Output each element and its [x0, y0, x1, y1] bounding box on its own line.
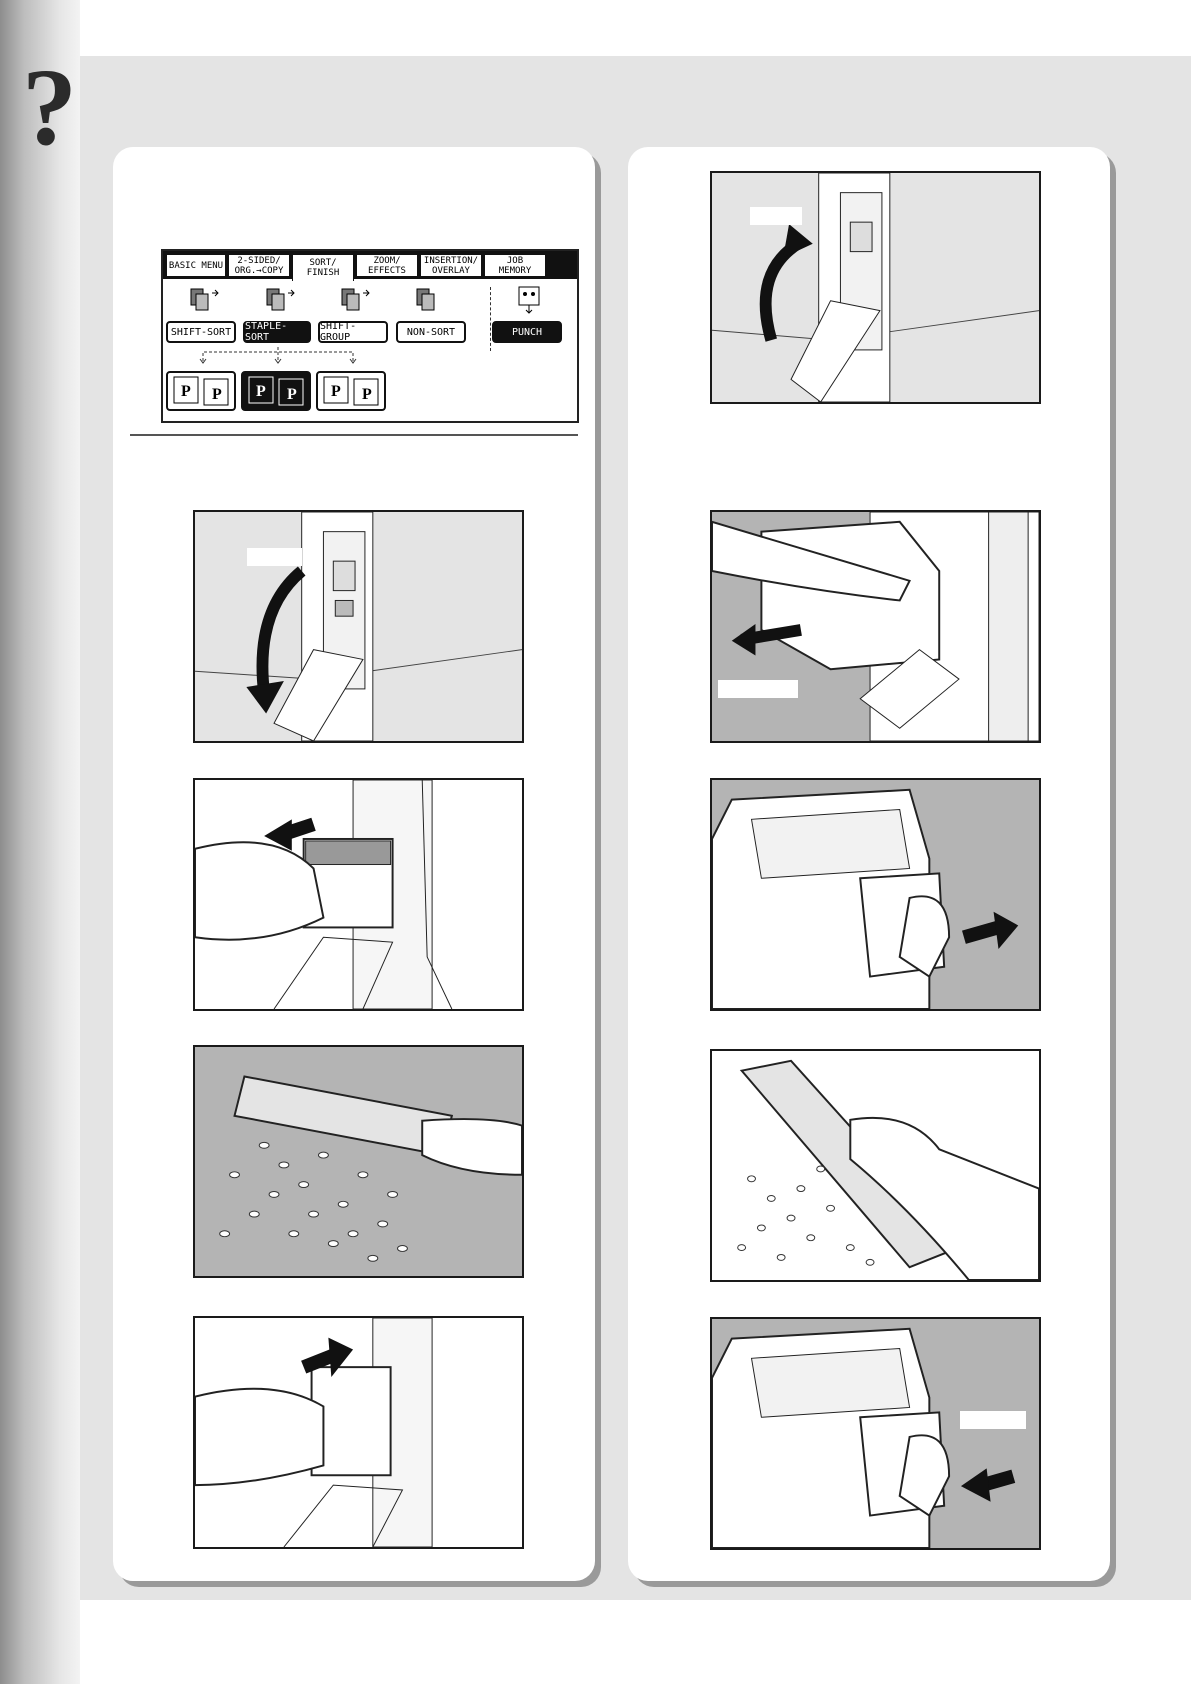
callout-label-box [750, 207, 802, 225]
tab-sort-finish[interactable]: SORT/FINISH [292, 254, 354, 281]
figure-pull-finisher [710, 510, 1041, 743]
callout-label-box [205, 806, 275, 824]
callout-label-box [718, 680, 798, 698]
figure-empty-box [193, 1045, 524, 1278]
staple-sort-icon [263, 285, 299, 315]
figure-close-cover [710, 171, 1041, 404]
staple-option-glyph-1b: P [212, 386, 222, 403]
figure-reinsert-punch-box [710, 1317, 1041, 1550]
tab-insertion-overlay[interactable]: INSERTION/OVERLAY [420, 254, 482, 277]
control-panel-screen: BASIC MENU 2-SIDED/ORG.→COPY SORT/FINISH… [161, 249, 579, 423]
shift-group-button[interactable]: SHIFT-GROUP [318, 321, 388, 343]
callout-label-box [960, 1411, 1026, 1429]
tab-bar: BASIC MENU 2-SIDED/ORG.→COPY SORT/FINISH… [163, 251, 577, 279]
left-divider [130, 434, 578, 436]
non-sort-icon [413, 285, 449, 315]
staple-option-glyph-1: P [181, 383, 191, 400]
staple-options-connector [193, 347, 363, 369]
question-mark-icon: ? [22, 52, 77, 162]
tab-zoom-effects[interactable]: ZOOM/EFFECTS [356, 254, 418, 277]
staple-option-double[interactable]: P P [241, 371, 311, 411]
figure-empty-punch-box [710, 1049, 1041, 1282]
figure-remove-box [193, 778, 524, 1011]
tab-2-sided[interactable]: 2-SIDED/ORG.→COPY [228, 254, 290, 277]
mode-separator [490, 287, 491, 351]
non-sort-button[interactable]: NON-SORT [396, 321, 466, 343]
figure-remove-punch-box [710, 778, 1041, 1011]
figure-insert-box [193, 1316, 524, 1549]
staple-option-glyph-3b: P [362, 386, 372, 403]
punch-button[interactable]: PUNCH [492, 321, 562, 343]
page-edge-gradient [0, 0, 80, 1684]
callout-label-box [247, 548, 302, 566]
staple-sort-button[interactable]: STAPLE-SORT [243, 321, 311, 343]
shift-sort-icon [187, 285, 223, 315]
tab-basic-menu[interactable]: BASIC MENU [166, 254, 226, 277]
shift-sort-button[interactable]: SHIFT-SORT [166, 321, 236, 343]
shift-group-icon [338, 285, 374, 315]
staple-option-glyph-2: P [256, 383, 266, 400]
staple-option-side[interactable]: P P [316, 371, 386, 411]
figure-open-cover [193, 510, 524, 743]
staple-option-glyph-3: P [331, 383, 341, 400]
staple-option-glyph-2b: P [287, 386, 297, 403]
punch-icon [513, 285, 549, 315]
staple-option-corner[interactable]: P P [166, 371, 236, 411]
